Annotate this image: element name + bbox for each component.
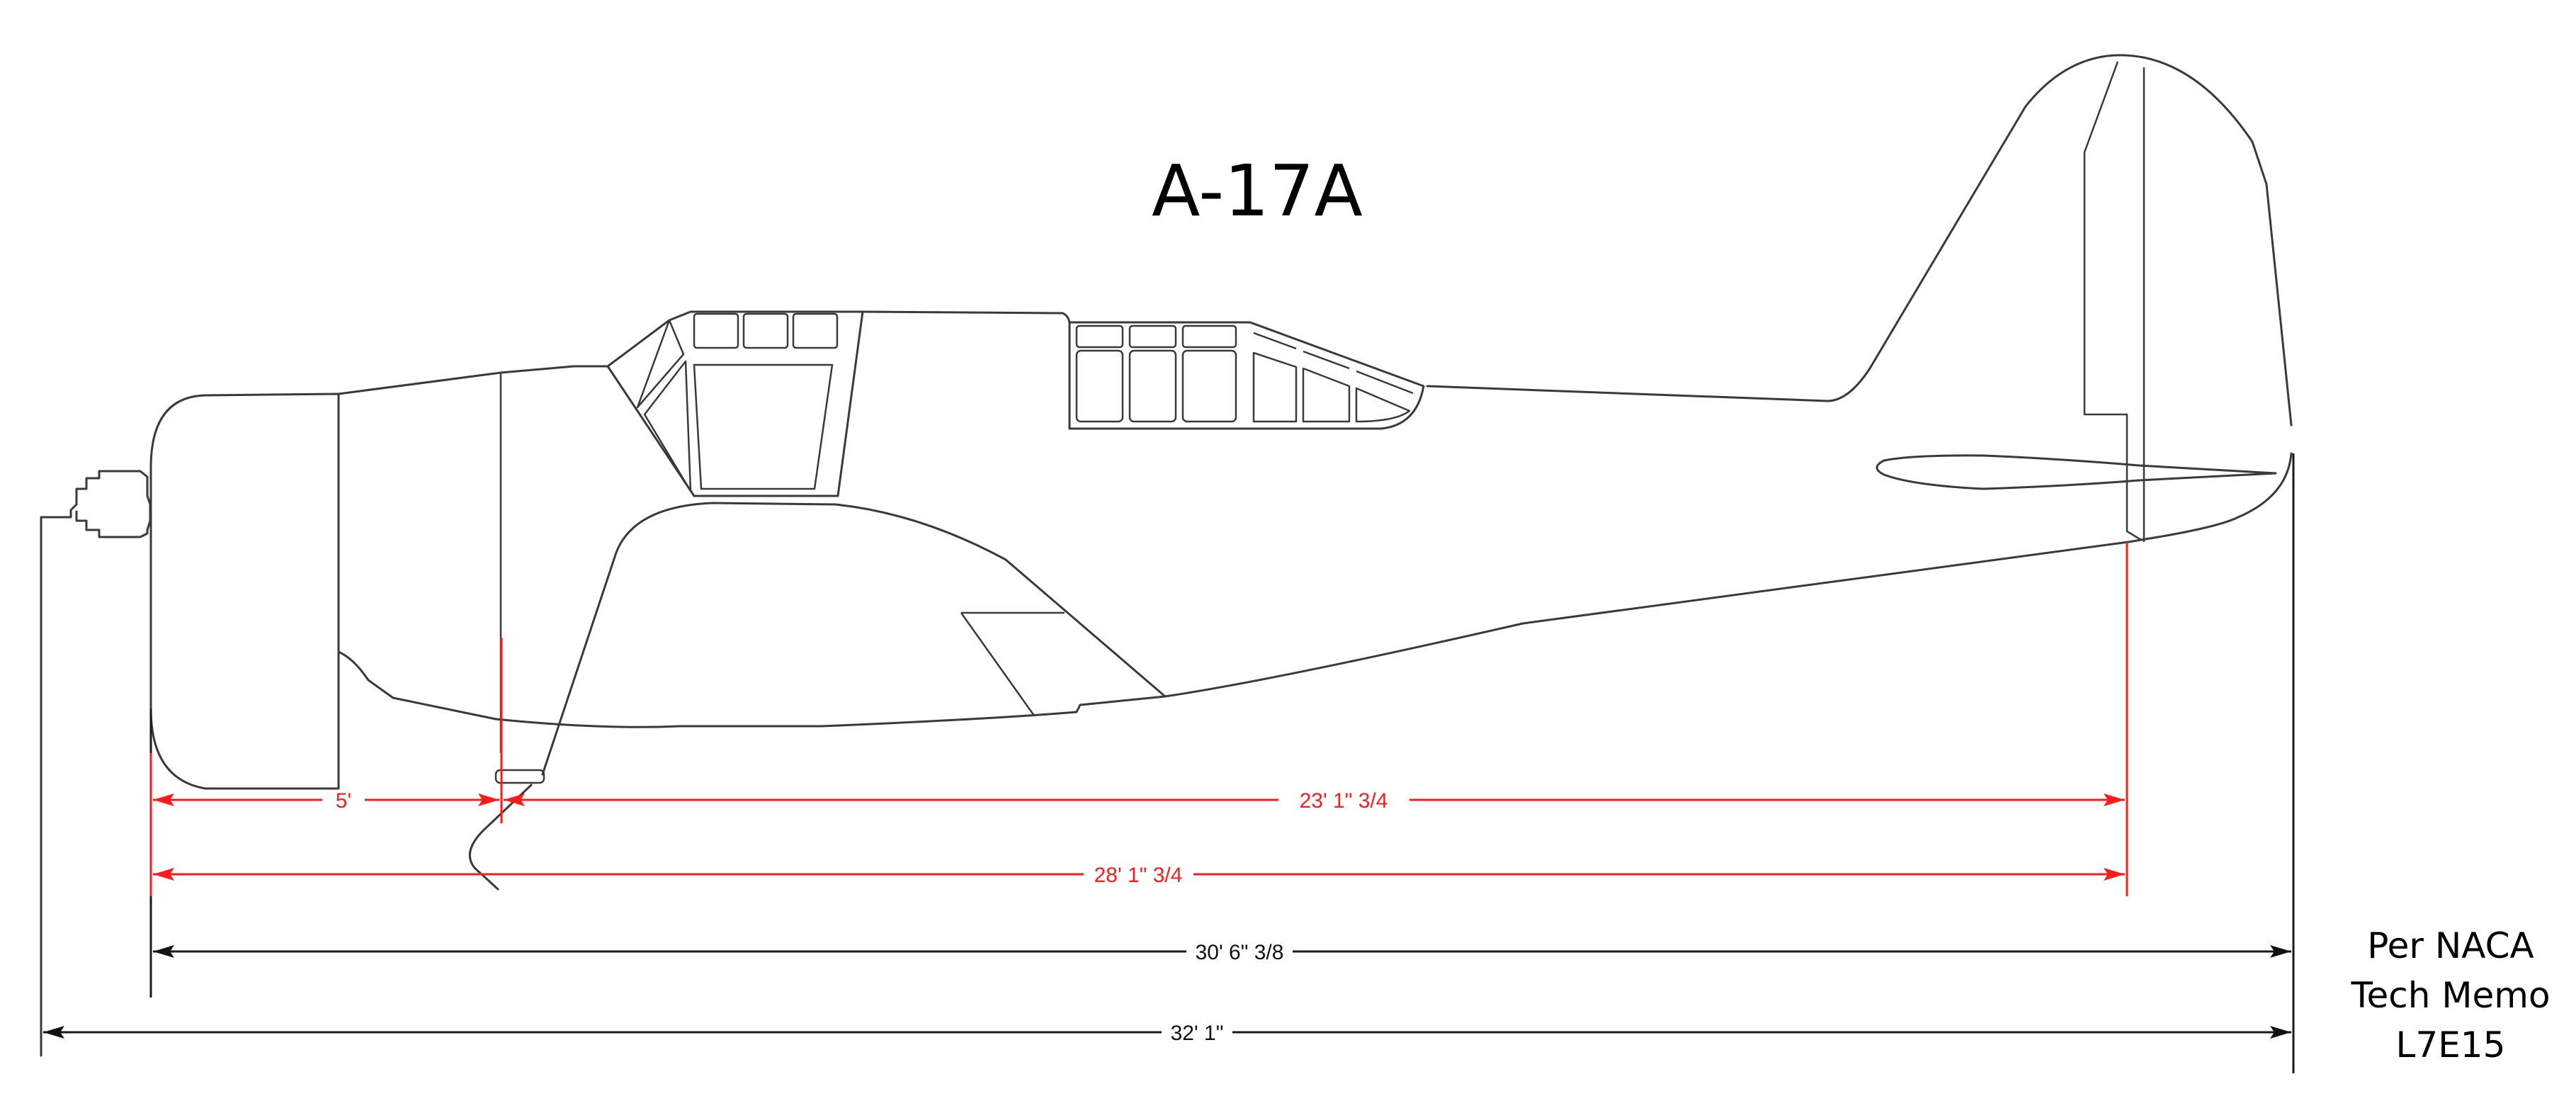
svg-text:28' 1" 3/4: 28' 1" 3/4 bbox=[1094, 864, 1183, 887]
dimension-firewall-to-tail: 23' 1" 3/4 bbox=[504, 789, 2125, 813]
source-note: Per NACA Tech Memo L7E15 bbox=[2316, 921, 2576, 1070]
source-note-line-2: Tech Memo bbox=[2351, 975, 2551, 1016]
propeller-spinner bbox=[40, 470, 152, 1057]
dimension-nose-to-firewall: 5' bbox=[153, 789, 499, 813]
wing-fillet bbox=[468, 502, 1167, 891]
pitot-tube bbox=[494, 769, 545, 784]
svg-text:30' 6" 3/8: 30' 6" 3/8 bbox=[1196, 941, 1284, 964]
drawing-title: A-17A bbox=[1152, 149, 1363, 232]
engine-cowling bbox=[149, 392, 340, 790]
svg-text:32' 1": 32' 1" bbox=[1171, 1022, 1224, 1045]
dimension-overall-length: 32' 1" bbox=[43, 1022, 2291, 1045]
dimension-cowl-to-tail: 28' 1" 3/4 bbox=[153, 864, 2125, 887]
svg-text:23' 1" 3/4: 23' 1" 3/4 bbox=[1300, 789, 1388, 813]
tail-surfaces bbox=[1876, 61, 2277, 542]
front-canopy bbox=[606, 310, 864, 497]
extension-lines bbox=[149, 453, 2295, 1073]
svg-text:5': 5' bbox=[336, 789, 351, 813]
rear-canopy bbox=[1068, 321, 1425, 430]
lower-fuselage bbox=[337, 452, 2293, 728]
upper-fuselage bbox=[337, 54, 2293, 426]
horizontal-stabilizer bbox=[1876, 454, 2277, 490]
source-note-line-3: L7E15 bbox=[2395, 1024, 2506, 1066]
dimension-cowl-to-rudder: 30' 6" 3/8 bbox=[153, 941, 2291, 964]
source-note-line-1: Per NACA bbox=[2367, 925, 2534, 966]
